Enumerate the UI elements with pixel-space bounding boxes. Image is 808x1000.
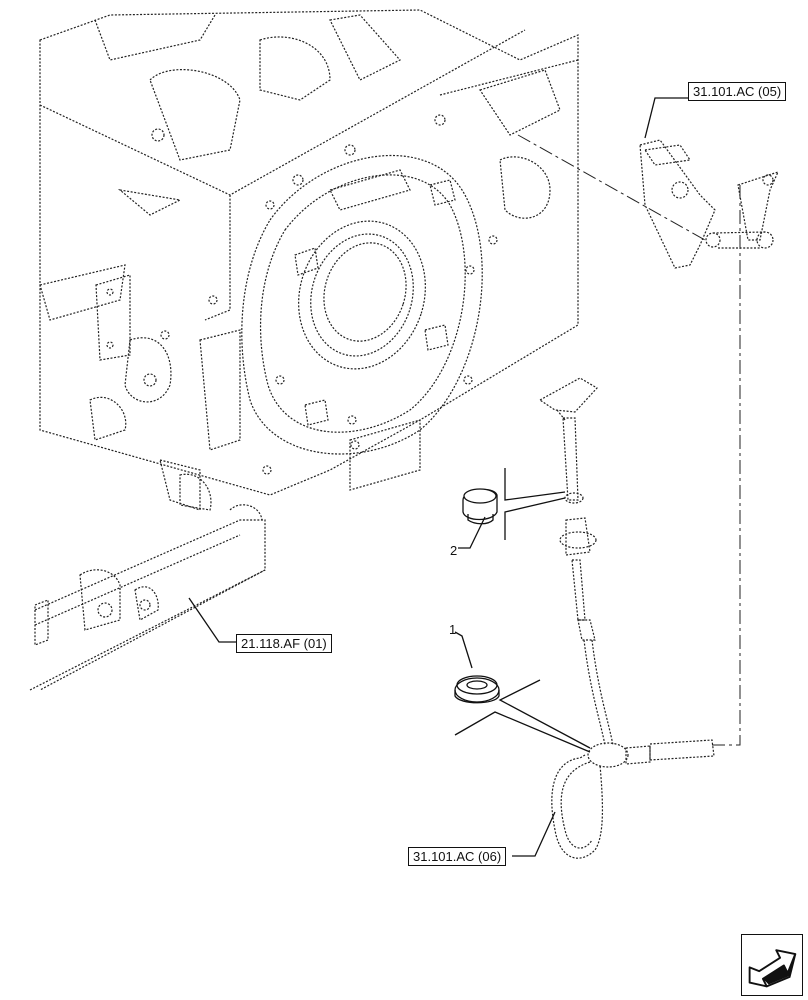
ref-callout-21-118-af-01[interactable]: 21.118.AF (01) [236, 634, 332, 653]
part-1-grommet [454, 631, 500, 704]
reference-lines [517, 134, 741, 746]
arrow-next-page-icon [748, 949, 797, 988]
next-page-button[interactable] [741, 934, 803, 996]
part-2-plug [458, 488, 498, 549]
shift-cable-assembly [538, 377, 715, 859]
item-number-1: 1 [449, 622, 457, 637]
leader-lines [188, 97, 688, 857]
item-number-2: 2 [450, 543, 458, 558]
flange-plate [241, 154, 483, 455]
ref-callout-31-101-ac-06[interactable]: 31.101.AC (06) [408, 847, 507, 866]
ref-callout-31-101-ac-05[interactable]: 31.101.AC (05) [688, 82, 787, 101]
transmission-housing [39, 9, 579, 511]
lever-bracket [639, 139, 780, 269]
frame-rail [29, 473, 266, 691]
